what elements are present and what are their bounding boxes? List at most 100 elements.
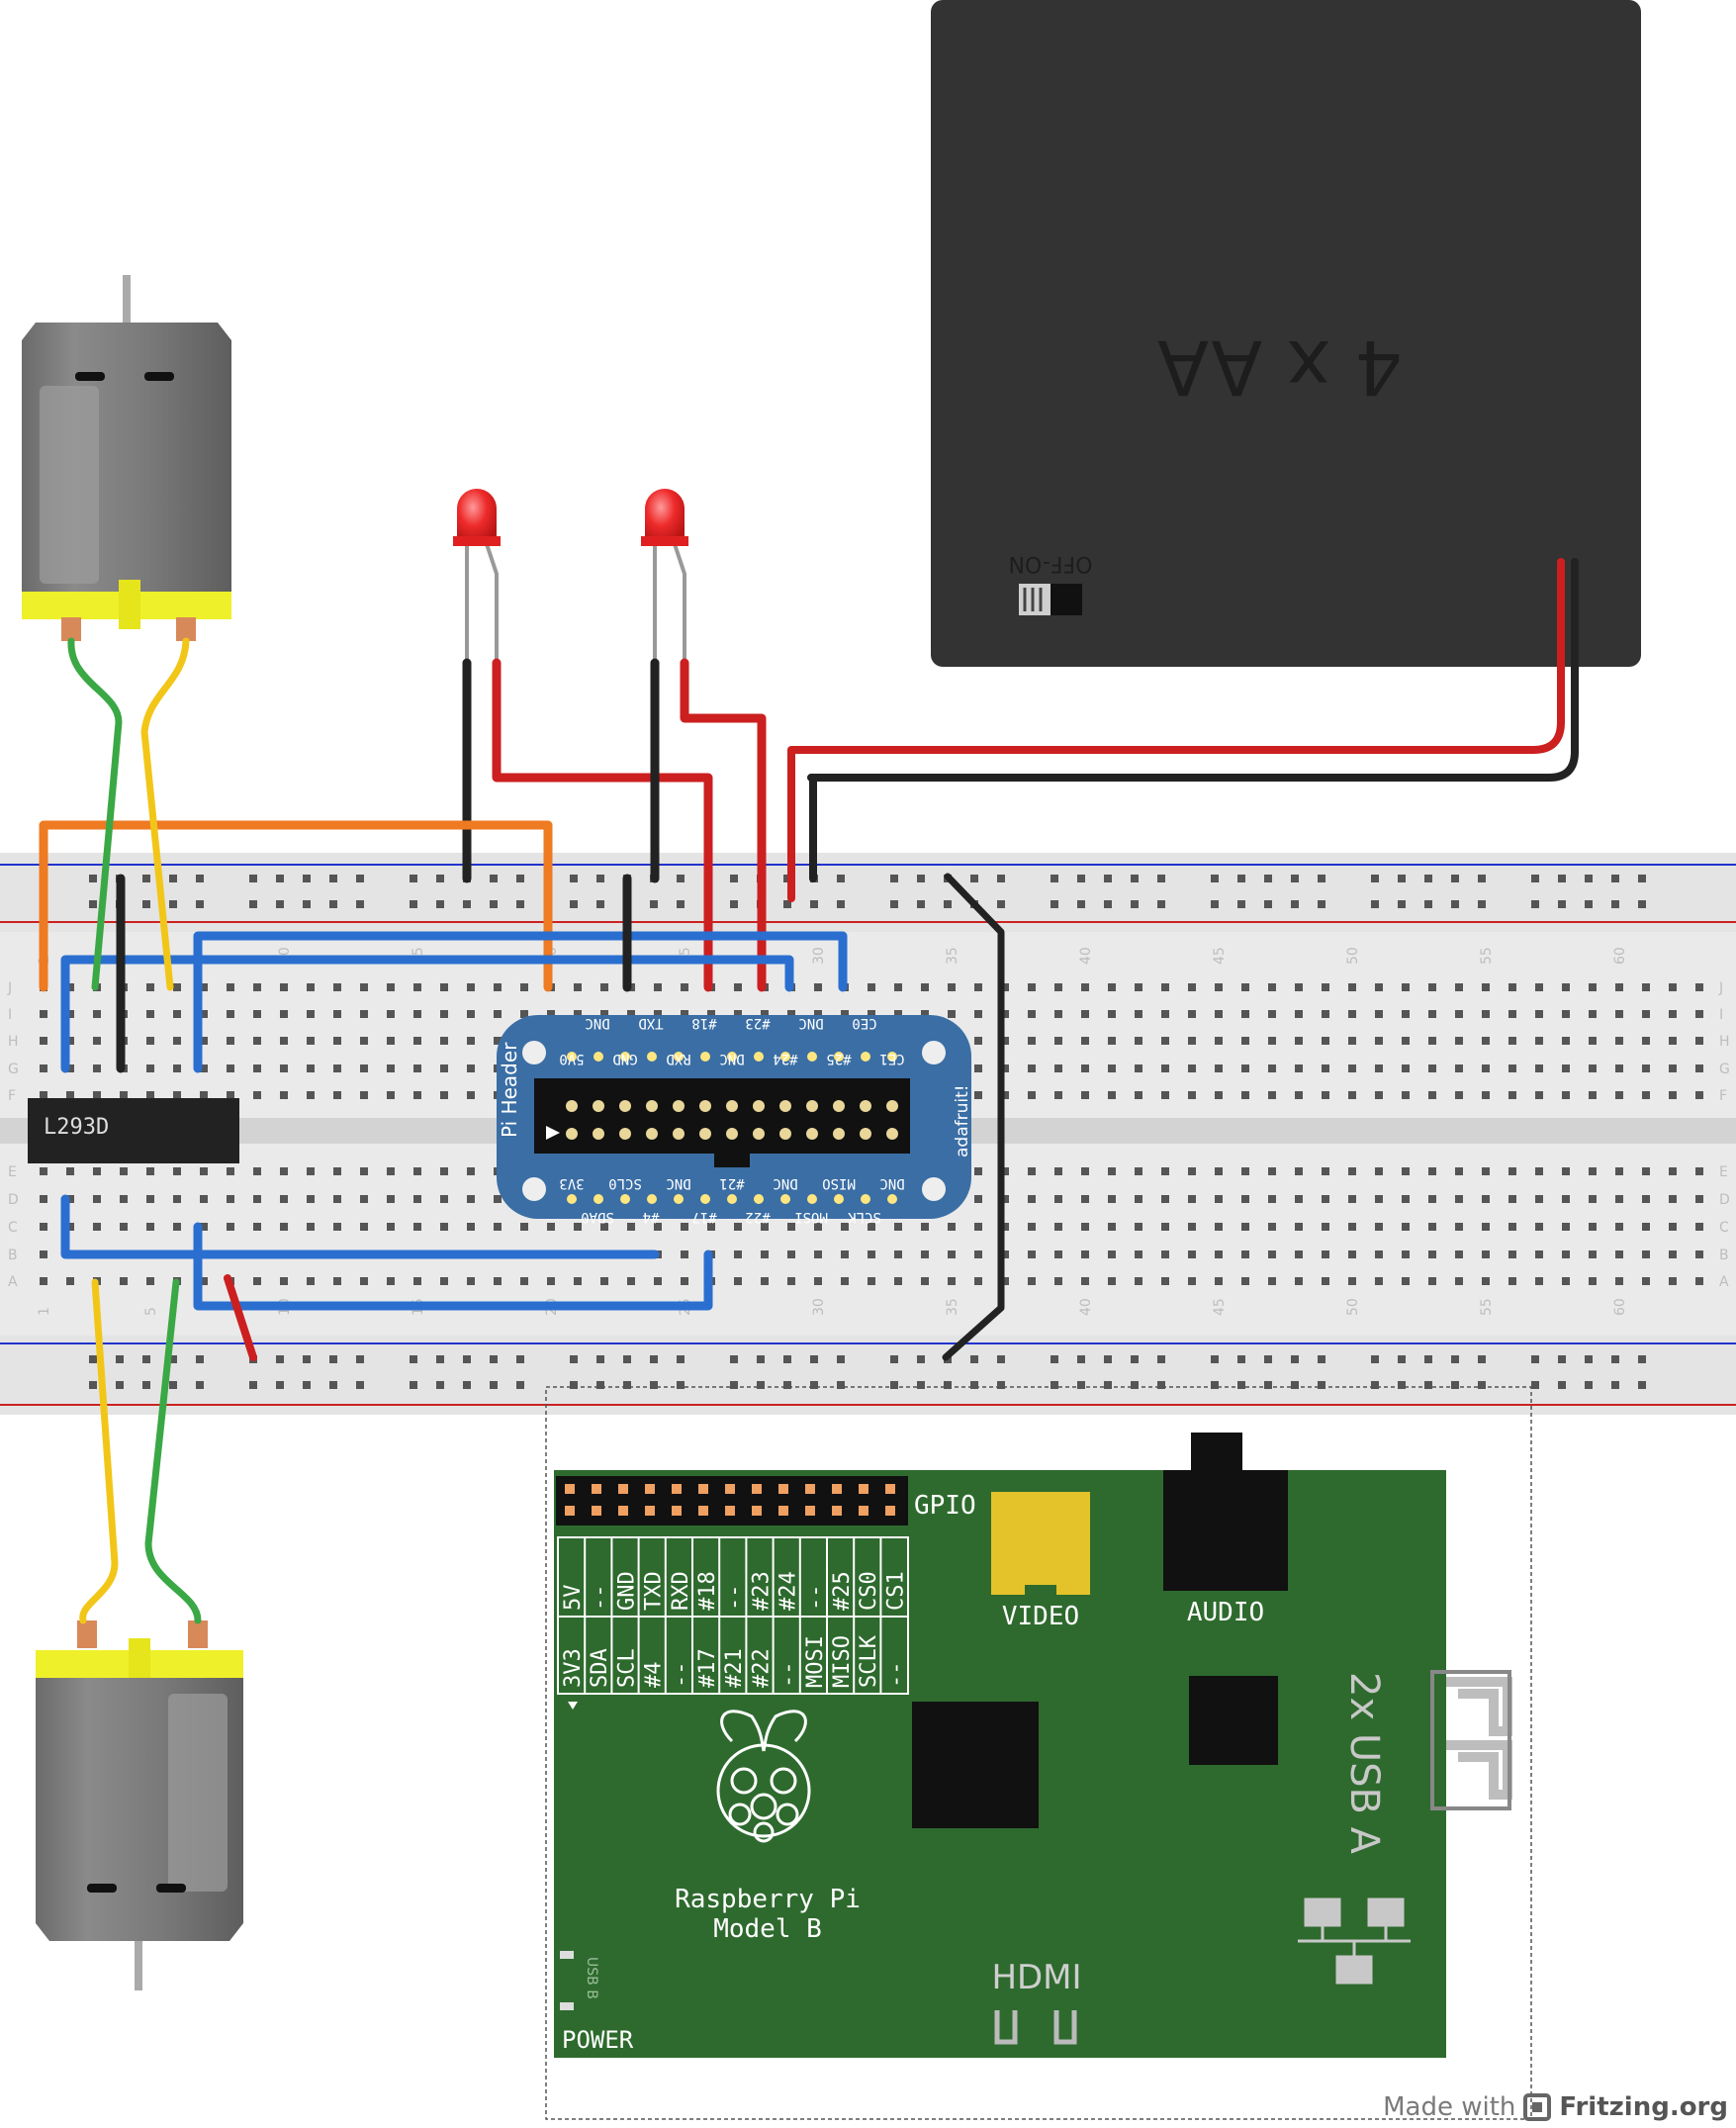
rail-hole <box>917 1381 925 1389</box>
gpio-pin <box>805 1506 815 1516</box>
rail-hole <box>1157 1355 1165 1363</box>
breadboard-hole <box>841 1277 849 1285</box>
gpio-pin-label: GND <box>614 1571 639 1611</box>
header-pin-label: CE1 <box>879 1051 904 1066</box>
breadboard-hole <box>440 1195 448 1203</box>
breadboard-hole <box>200 1223 208 1231</box>
breadboard-hole <box>146 1223 154 1231</box>
row-letter: J <box>1718 980 1723 996</box>
breadboard-hole <box>1268 1091 1276 1099</box>
rail-hole <box>1638 900 1646 908</box>
breadboard-hole <box>547 1277 555 1285</box>
breadboard-hole <box>1268 1010 1276 1018</box>
breadboard-hole <box>280 1223 288 1231</box>
header-pad <box>594 1052 603 1062</box>
rail-hole <box>1237 1381 1245 1389</box>
breadboard-hole <box>66 1064 74 1072</box>
rail-hole <box>1051 900 1058 908</box>
breadboard-hole <box>1241 1091 1249 1099</box>
row-letter: E <box>8 1164 17 1180</box>
rail-hole <box>516 875 524 882</box>
breadboard-hole <box>814 1250 822 1258</box>
breadboard-hole <box>40 1010 47 1018</box>
header-pin-label: DNC <box>666 1175 690 1191</box>
breadboard-hole <box>1135 1037 1142 1045</box>
header-pin-label: CE0 <box>852 1015 876 1031</box>
breadboard-hole <box>1295 1037 1303 1045</box>
breadboard-hole <box>40 1250 47 1258</box>
breadboard-hole <box>1028 983 1036 991</box>
breadboard-hole <box>40 1167 47 1175</box>
header-pin <box>673 1128 685 1140</box>
breadboard-hole <box>360 983 368 991</box>
rail-hole <box>1638 1381 1646 1389</box>
wires <box>39 558 1579 1624</box>
rail-hole <box>570 900 578 908</box>
breadboard-hole <box>1535 1167 1543 1175</box>
rail-hole <box>516 1381 524 1389</box>
breadboard-hole <box>1322 1250 1329 1258</box>
breadboard-hole <box>1615 1195 1623 1203</box>
column-number: 40 <box>1078 1298 1094 1316</box>
header-pin <box>699 1100 711 1112</box>
rail-hole <box>1157 1381 1165 1389</box>
breadboard-hole <box>1535 1195 1543 1203</box>
header-pin-label: #21 <box>719 1175 744 1191</box>
rail-hole <box>410 875 417 882</box>
rail-hole <box>1264 875 1272 882</box>
rail-hole <box>196 1381 204 1389</box>
column-number: 50 <box>1345 1298 1361 1316</box>
breadboard-hole <box>1001 1091 1009 1099</box>
breadboard-hole <box>467 1037 475 1045</box>
breadboard-hole <box>1054 983 1062 991</box>
rail-hole <box>837 900 845 908</box>
header-pad <box>861 1052 870 1062</box>
gpio-pin <box>859 1506 868 1516</box>
rail-hole <box>1237 900 1245 908</box>
breadboard-hole <box>1375 1277 1383 1285</box>
breadboard-hole <box>761 1277 769 1285</box>
breadboard-hole <box>467 1091 475 1099</box>
row-letter: F <box>1719 1088 1727 1104</box>
usb-b-label: USB B <box>584 1957 599 1999</box>
breadboard-hole <box>734 1250 742 1258</box>
motor-top-yellow-wire <box>140 637 190 991</box>
breadboard-hole <box>1001 1195 1009 1203</box>
rail-hole <box>677 1381 685 1389</box>
breadboard-hole <box>1375 1037 1383 1045</box>
breadboard-hole <box>146 1195 154 1203</box>
gpio-pin-label: MOSI <box>803 1635 828 1688</box>
breadboard-hole <box>1562 1091 1570 1099</box>
breadboard-hole <box>1348 1064 1356 1072</box>
header-pin <box>646 1128 658 1140</box>
column-number: 40 <box>1078 947 1094 965</box>
rail-hole <box>570 1355 578 1363</box>
rail-hole <box>890 900 898 908</box>
breadboard-hole <box>1695 1250 1703 1258</box>
header-pin-label: SDA0 <box>581 1209 614 1225</box>
breadboard-hole <box>1428 1010 1436 1018</box>
breadboard-hole <box>1508 1010 1516 1018</box>
rail-hole <box>249 1381 257 1389</box>
breadboard-hole <box>253 983 261 991</box>
breadboard-hole <box>787 1223 795 1231</box>
breadboard-hole <box>333 1091 341 1099</box>
breadboard-hole <box>734 1223 742 1231</box>
rail-hole <box>329 1381 337 1389</box>
header-pin-label: GND <box>612 1051 637 1066</box>
header-pad <box>594 1194 603 1204</box>
pi-header-pins <box>566 1052 898 1204</box>
breadboard-hole <box>1268 1037 1276 1045</box>
breadboard-hole <box>1241 983 1249 991</box>
breadboard-hole <box>1348 1277 1356 1285</box>
l293d-chip: L293D <box>28 1098 239 1163</box>
rail-hole <box>677 1355 685 1363</box>
breadboard-hole <box>1161 1037 1169 1045</box>
breadboard-hole <box>1562 983 1570 991</box>
breadboard-hole <box>1402 1167 1410 1175</box>
breadboard-hole <box>894 1250 902 1258</box>
breadboard-hole <box>173 1010 181 1018</box>
breadboard-hole <box>66 1010 74 1018</box>
rail-hole <box>303 1355 311 1363</box>
